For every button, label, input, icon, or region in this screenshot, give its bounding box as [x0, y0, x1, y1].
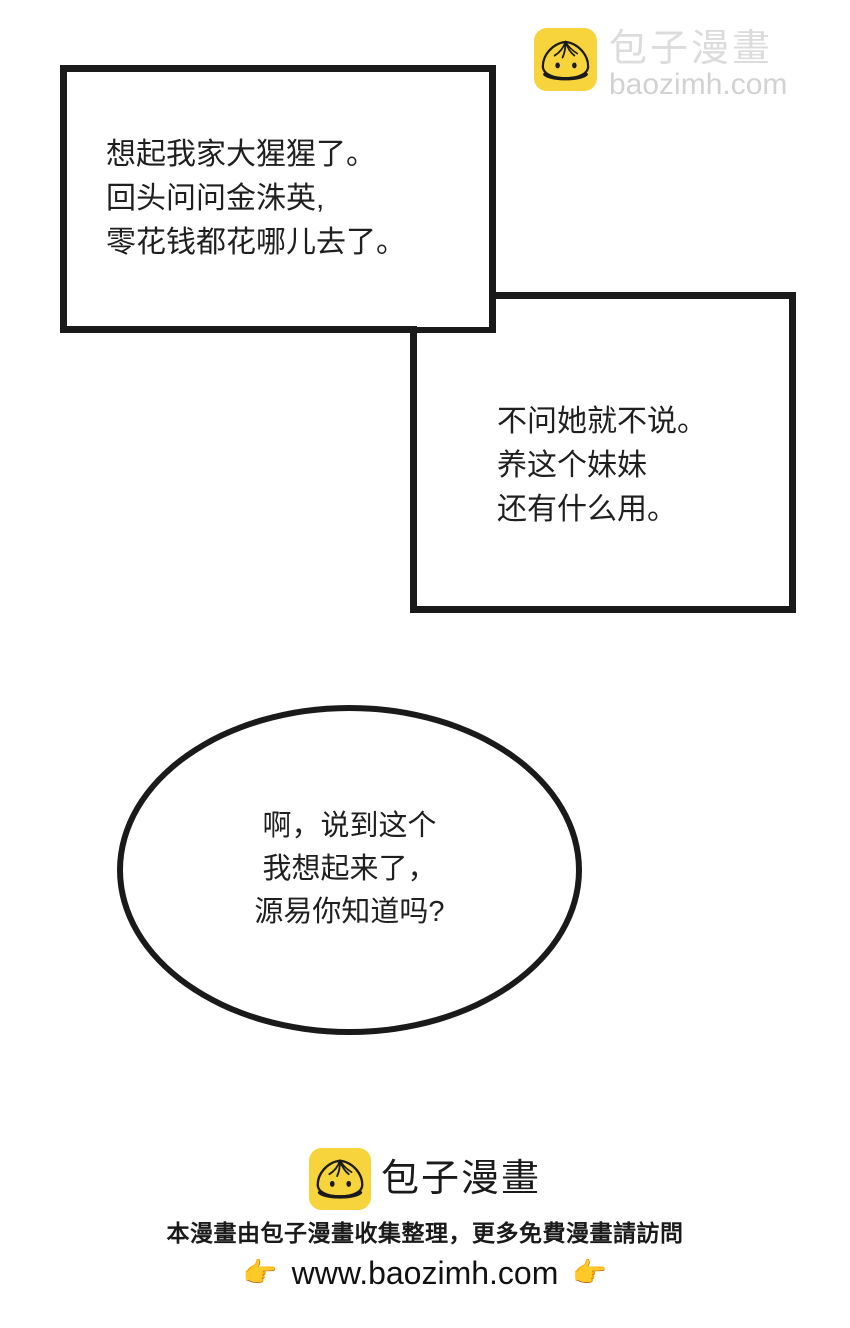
watermark: 包子漫畫 baozimh.com — [534, 28, 834, 120]
pointing-right-hand-icon: 👉 — [242, 1257, 278, 1288]
comic-panel-1 — [60, 65, 496, 333]
baozi-bun-icon — [534, 28, 597, 91]
speech-bubble-oval — [117, 705, 582, 1035]
footer-url-row: 👉 www.baozimh.com 👉 — [243, 1254, 608, 1292]
comic-panel-2 — [410, 292, 796, 613]
pointing-right-hand-icon: 👉 — [572, 1257, 608, 1288]
footer-branding: 包子漫畫 本漫畫由包子漫畫收集整理，更多免費漫畫請訪問 👉 www.baozim… — [0, 1148, 850, 1292]
panel-1-dialogue: 想起我家大猩猩了。 回头问问金洙英, 零花钱都花哪儿去了。 — [106, 138, 406, 259]
footer-brand-row: 包子漫畫 — [308, 1148, 541, 1210]
footer-url[interactable]: www.baozimh.com — [291, 1255, 559, 1291]
watermark-text: 包子漫畫 baozimh.com — [609, 28, 787, 101]
footer-note: 本漫畫由包子漫畫收集整理，更多免費漫畫請訪問 — [166, 1220, 684, 1246]
panel-seam — [417, 299, 489, 327]
watermark-url: baozimh.com — [609, 68, 788, 101]
baozi-bun-icon — [308, 1148, 371, 1210]
panel-2-dialogue: 不问她就不说。 养这个妹妹 还有什么用。 — [497, 405, 707, 526]
speech-bubble-dialogue: 啊，说到这个 我想起来了， 源易你知道吗? — [254, 810, 445, 928]
watermark-brand-cn: 包子漫畫 — [609, 28, 774, 70]
footer-brand-name: 包子漫畫 — [380, 1158, 541, 1200]
